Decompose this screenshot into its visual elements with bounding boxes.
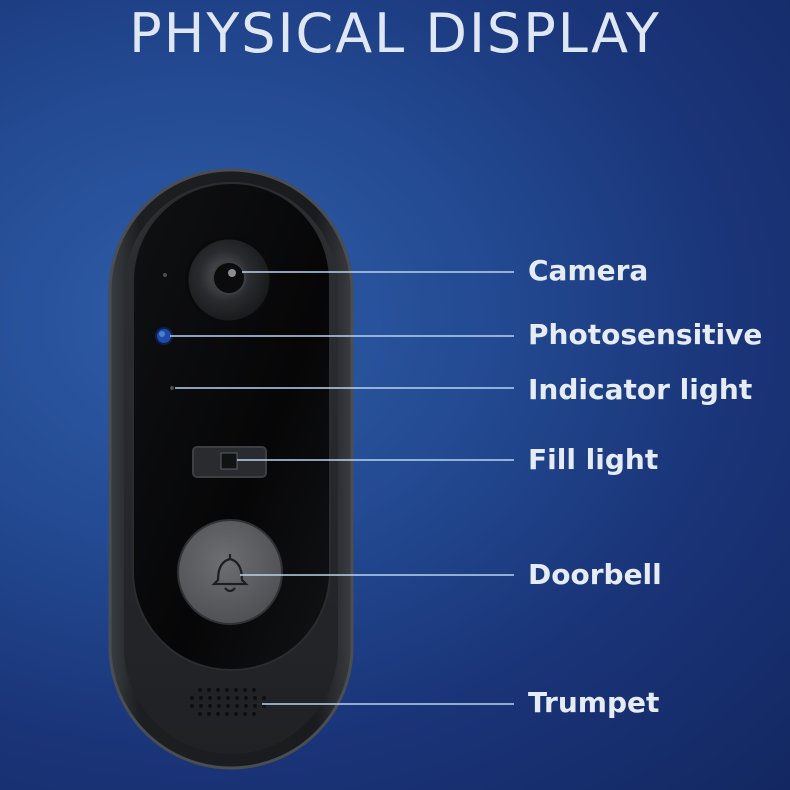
trumpet-grille xyxy=(190,688,266,716)
grille-hole xyxy=(217,704,221,708)
grille-hole xyxy=(262,704,266,708)
indicator-light xyxy=(170,386,174,390)
bell-icon xyxy=(211,554,249,593)
grille-hole xyxy=(225,712,229,716)
grille-hole xyxy=(198,712,202,716)
grille-hole xyxy=(252,712,256,716)
camera-lens-glint xyxy=(228,269,236,277)
device-glass-face xyxy=(132,182,331,671)
grille-hole xyxy=(235,704,239,708)
grille-hole xyxy=(244,696,248,700)
grille-hole xyxy=(207,688,211,692)
grille-hole xyxy=(207,712,211,716)
grille-hole xyxy=(190,704,194,708)
page-title: PHYSICAL DISPLAY xyxy=(129,2,661,65)
grille-hole xyxy=(226,696,230,700)
grille-hole xyxy=(208,704,212,708)
grille-hole xyxy=(253,696,257,700)
grille-hole xyxy=(190,696,194,700)
camera-lens xyxy=(212,261,246,295)
grille-hole xyxy=(199,696,203,700)
grille-hole xyxy=(198,688,202,692)
grille-hole xyxy=(252,688,256,692)
mic-dot xyxy=(163,273,167,277)
label-fill-light: Fill light xyxy=(528,443,659,476)
grille-hole xyxy=(216,712,220,716)
photosensitive-sensor-glint xyxy=(159,331,165,337)
grille-hole xyxy=(208,696,212,700)
grille-hole xyxy=(234,688,238,692)
grille-hole xyxy=(199,704,203,708)
grille-hole xyxy=(217,696,221,700)
fill-light-lens xyxy=(220,452,238,470)
grille-hole xyxy=(226,704,230,708)
grille-hole xyxy=(244,704,248,708)
label-indicator-light: Indicator light xyxy=(528,373,753,406)
grille-hole xyxy=(243,688,247,692)
label-camera: Camera xyxy=(528,254,649,287)
label-photosensitive: Photosensitive xyxy=(528,318,763,351)
grille-hole xyxy=(253,704,257,708)
grille-hole xyxy=(216,688,220,692)
grille-hole xyxy=(235,696,239,700)
label-doorbell: Doorbell xyxy=(528,558,662,591)
grille-hole xyxy=(225,688,229,692)
grille-hole xyxy=(243,712,247,716)
label-trumpet: Trumpet xyxy=(528,686,660,719)
doorbell-button xyxy=(177,519,283,625)
grille-hole xyxy=(234,712,238,716)
grille-hole xyxy=(262,696,266,700)
